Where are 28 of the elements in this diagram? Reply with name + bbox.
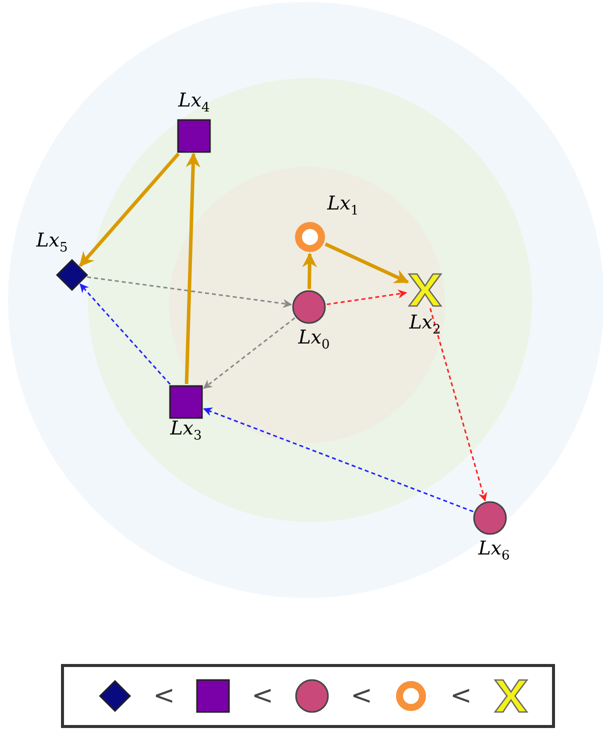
node-label: Lx$_{5}$ [36, 232, 68, 254]
ring-marker [294, 221, 326, 253]
less-than-sign: < [450, 683, 472, 709]
circle-marker [473, 501, 507, 535]
less-than-sign: < [252, 683, 274, 709]
node-label: Lx$_{6}$ [478, 540, 510, 562]
less-than-sign: < [350, 683, 372, 709]
circle-marker [292, 290, 326, 324]
node-label: Lx$_{4}$ [178, 92, 210, 114]
arrow [184, 152, 200, 384]
box-marker [169, 385, 203, 419]
arrow [203, 408, 474, 512]
diamond-marker [56, 259, 88, 291]
node-label: Lx$_{1}$ [327, 194, 359, 218]
arrow [86, 276, 292, 308]
arrow [203, 317, 296, 389]
arrow [429, 308, 488, 502]
arrow [78, 152, 180, 267]
node-label: Lx$_{2}$ [409, 314, 441, 336]
node-label: Lx$_{3}$ [170, 420, 202, 442]
arrow [326, 289, 408, 306]
arrow [324, 242, 410, 284]
cross-marker [407, 272, 443, 308]
node-label: Lx$_{0}$ [298, 328, 330, 352]
arrow [302, 252, 317, 290]
arrow [80, 284, 171, 385]
box-marker [177, 119, 211, 153]
less-than-sign: < [153, 683, 175, 709]
